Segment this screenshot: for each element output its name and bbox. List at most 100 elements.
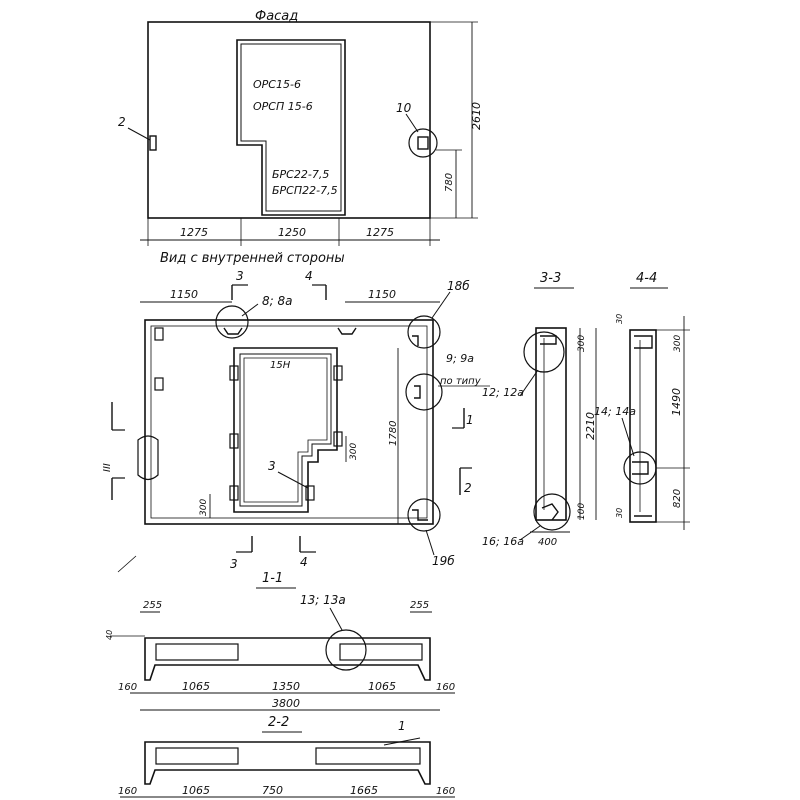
anchor-detail	[541, 503, 559, 521]
section-1-1-void-right	[339, 643, 423, 661]
section-3-3-dim-300: 300	[577, 335, 587, 352]
section-2-2-dim-160-right: 160	[436, 786, 455, 797]
section-2-2-dim-1665: 1665	[350, 784, 378, 797]
facade-dim-1: 1275	[180, 226, 208, 239]
leader-line	[431, 291, 451, 319]
section-1-1-dim-40: 40	[105, 630, 114, 640]
inner-opening-reveal	[243, 357, 328, 503]
inner-opening	[233, 347, 338, 513]
section-mark-4-bottom: 4	[300, 555, 308, 569]
facade-dim-780: 780	[444, 173, 455, 192]
facade-dim-3: 1275	[366, 226, 394, 239]
section-2-2-callout-1: 1	[398, 719, 406, 733]
inner-dim-1150-left: 1150	[170, 288, 198, 301]
inner-callout-circle-9	[405, 373, 443, 411]
inner-dim-1780: 1780	[388, 421, 399, 446]
section-mark-3-bottom: 3	[230, 557, 238, 571]
section-1-1-dim-1065-left: 1065	[182, 680, 210, 693]
facade-callout-10: 10	[396, 101, 412, 115]
section-mark-1-right: 1	[466, 413, 474, 427]
inner-panel	[144, 319, 434, 525]
opening-anchor	[229, 433, 239, 449]
section-4-4-dim-820: 820	[672, 489, 683, 508]
inner-view-title: Вид с внутренней стороны	[160, 251, 345, 266]
section-3-3-circle-bottom	[533, 493, 571, 531]
facade-anchor-right	[417, 136, 429, 150]
section-2-2-title: 2-2	[268, 715, 289, 730]
section-3-3-callout-12: 12; 12а	[482, 386, 524, 399]
inner-dim-1150-right: 1150	[368, 288, 396, 301]
inner-callout-8: 8; 8а	[262, 294, 292, 308]
section-1-1-circle	[325, 629, 367, 671]
inner-callout-circle-8	[215, 305, 249, 339]
facade-label-4: БРСП22-7,5	[272, 184, 338, 197]
leader-line	[127, 127, 151, 141]
leader-line	[383, 737, 421, 746]
section-mark-2-right: 2	[464, 481, 472, 495]
anchor-top	[223, 327, 243, 335]
section-3-3-callout-16: 16; 16а	[482, 535, 524, 548]
section-1-1-dim-160-left: 160	[118, 682, 137, 693]
section-3-3-dim-2210: 2210	[584, 412, 597, 440]
anchor-detail	[632, 461, 649, 475]
opening-anchor	[229, 365, 239, 381]
facade-label-2: ОРСП 15-6	[253, 100, 313, 113]
section-2-2-void-right	[315, 747, 421, 765]
inner-callout-circle-18	[407, 315, 441, 349]
inner-label-15n: 15Н	[270, 360, 291, 371]
leader-line	[519, 525, 541, 541]
section-4-4-title: 4-4	[636, 271, 657, 286]
leader-line	[405, 113, 419, 133]
inner-panel-edge	[150, 325, 428, 519]
section-3-3-circle-top	[523, 331, 565, 373]
section-3-3-dim-400: 400	[538, 537, 557, 548]
facade-title: Фасад	[255, 9, 298, 24]
anchor-top	[337, 327, 357, 335]
section-2-2-dim-750: 750	[262, 784, 283, 797]
section-1-1-dim-255-left: 255	[143, 600, 162, 611]
facade-callout-2: 2	[118, 115, 126, 129]
facade-callout-circle-10	[408, 128, 438, 158]
section-1-1-body	[144, 637, 431, 681]
section-mark-4-top: 4	[305, 269, 313, 283]
section-4-4-dim-30-bottom: 30	[615, 508, 624, 518]
anchor-left	[154, 327, 164, 341]
section-1-1-dim-160-right: 160	[436, 682, 455, 693]
section-2-2-void-left	[155, 747, 239, 765]
facade-dim-2: 1250	[278, 226, 306, 239]
section-1-1-void-left	[155, 643, 239, 661]
leader-line	[519, 369, 539, 397]
section-1-1-dim-1065-right: 1065	[368, 680, 396, 693]
section-1-1-title: 1-1	[262, 571, 283, 586]
facade-dim-height: 2610	[470, 102, 483, 130]
section-3-3-body	[535, 327, 567, 521]
section-4-4-body	[629, 329, 657, 523]
facade-label-1: ОРС15-6	[253, 78, 301, 91]
section-4-4-callout-14: 14; 14а	[594, 405, 636, 418]
leader-line	[621, 417, 635, 457]
inner-dim-300-b: 300	[199, 499, 209, 516]
inner-label-3: 3	[268, 459, 276, 473]
leader-line	[329, 607, 343, 631]
inner-callout-type: по типу	[440, 376, 482, 387]
opening-anchor	[333, 365, 343, 381]
opening-anchor	[305, 485, 315, 501]
leader-line	[241, 303, 259, 317]
section-3-3-dim-100: 100	[577, 503, 587, 520]
section-2-2-dim-1065: 1065	[182, 784, 210, 797]
inner-left-oval	[137, 435, 159, 481]
anchor-side	[414, 385, 421, 399]
opening-anchor	[229, 485, 239, 501]
section-1-1-callout-13: 13; 13а	[300, 593, 346, 607]
inner-dim-300-a: 300	[349, 443, 359, 460]
facade-panel	[147, 21, 431, 219]
section-mark-3-top: 3	[236, 269, 244, 283]
section-1-1-dim-255-right: 255	[410, 600, 429, 611]
section-mark-III: III	[102, 463, 113, 472]
anchor-corner	[412, 509, 428, 521]
inner-callout-circle-19	[407, 498, 441, 532]
leader-line	[117, 555, 137, 573]
section-2-2-body	[144, 741, 431, 785]
